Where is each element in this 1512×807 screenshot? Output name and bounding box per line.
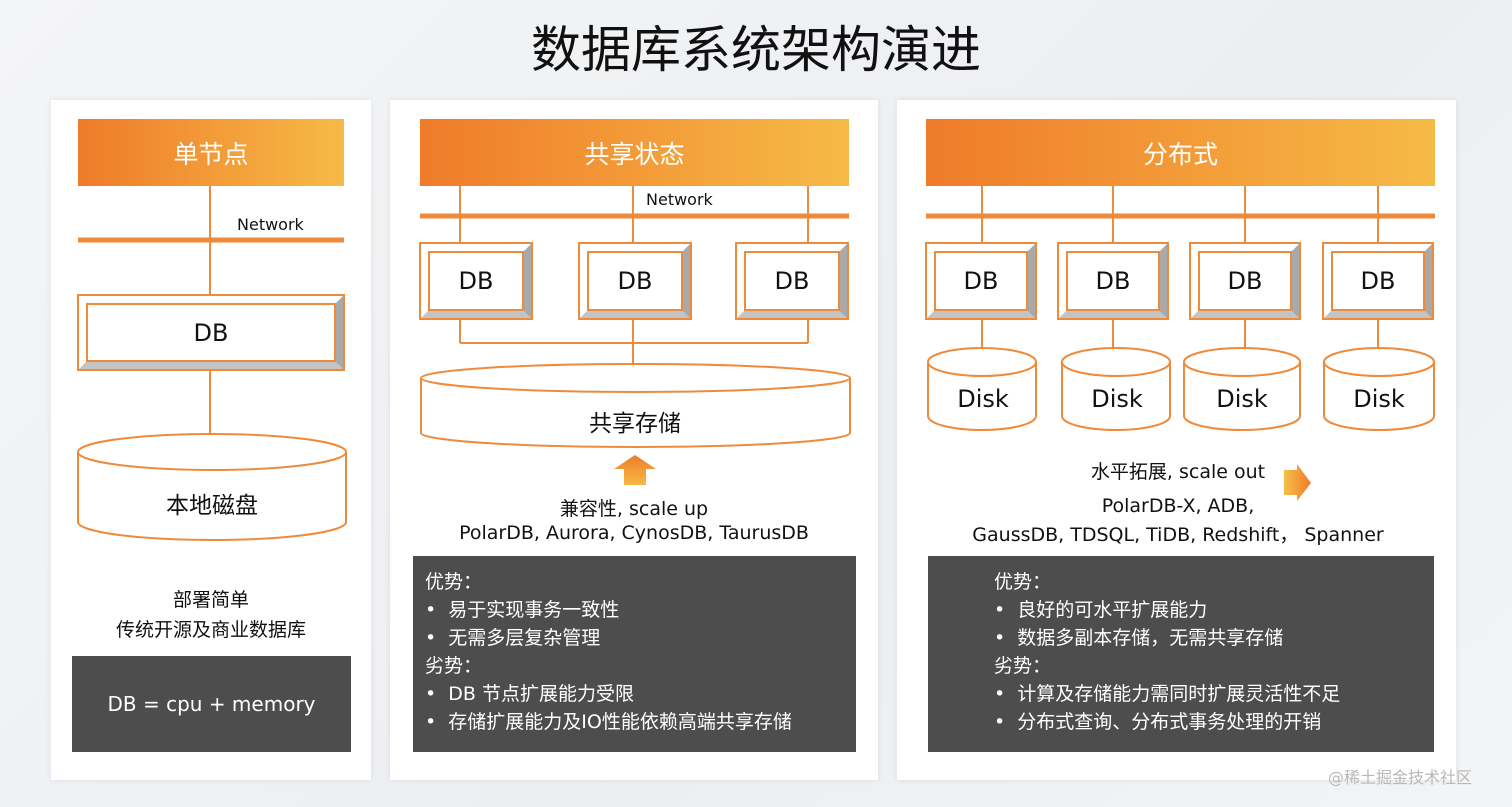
scale-out-caption: 水平拓展, scale out [1090, 461, 1266, 483]
disk-cylinder [1323, 347, 1435, 431]
pros-cons-box: 优势： • 易于实现事务一致性 • 无需多层复杂管理 劣势： • DB 节点扩展… [413, 556, 856, 752]
scale-up-caption: 兼容性, scale up [559, 498, 709, 520]
header-single-node: 单节点 [78, 119, 344, 186]
examples: PolarDB-X, ADB, [1101, 495, 1255, 517]
db-box: DB [735, 242, 849, 320]
disk-label: Disk [957, 385, 1009, 413]
up-arrow-icon [614, 455, 656, 485]
header-distributed: 分布式 [926, 119, 1435, 186]
header-shared-state: 共享状态 [420, 119, 849, 186]
disk-label: Disk [1216, 385, 1268, 413]
db-box: DB [1057, 242, 1169, 320]
examples: PolarDB, Aurora, CynosDB, TaurusDB [459, 522, 809, 544]
formula-box: DB = cpu + memory [72, 656, 351, 752]
disk-label: Disk [1091, 385, 1143, 413]
db-box: DB [925, 242, 1037, 320]
desc-line: 部署简单 [172, 589, 249, 611]
page-title: 数据库系统架构演进 [531, 21, 981, 79]
local-disk-cylinder [77, 433, 347, 541]
db-box: DB [1322, 242, 1434, 320]
db-box: DB [419, 242, 533, 320]
local-disk-label: 本地磁盘 [166, 493, 258, 519]
disk-label: Disk [1353, 385, 1405, 413]
db-box: DB [578, 242, 692, 320]
disk-cylinder [1183, 347, 1301, 431]
watermark: @稀土掘金技术社区 [1328, 768, 1473, 787]
examples: GaussDB, TDSQL, TiDB, Redshift， Spanner [972, 524, 1384, 546]
disk-cylinder [1061, 347, 1171, 431]
pros-cons-box: 优势： • 良好的可水平扩展能力 • 数据多副本存储，无需共享存储 劣势： • … [928, 556, 1434, 752]
db-box: DB [1189, 242, 1301, 320]
shared-storage-cylinder [420, 363, 851, 448]
desc-line: 传统开源及商业数据库 [115, 619, 306, 641]
shared-storage-label: 共享存储 [589, 411, 681, 437]
db-box: DB [77, 294, 345, 371]
network-label: Network [646, 190, 713, 209]
right-arrow-icon [1284, 464, 1311, 501]
network-label: Network [237, 215, 304, 234]
disk-cylinder [927, 347, 1037, 431]
